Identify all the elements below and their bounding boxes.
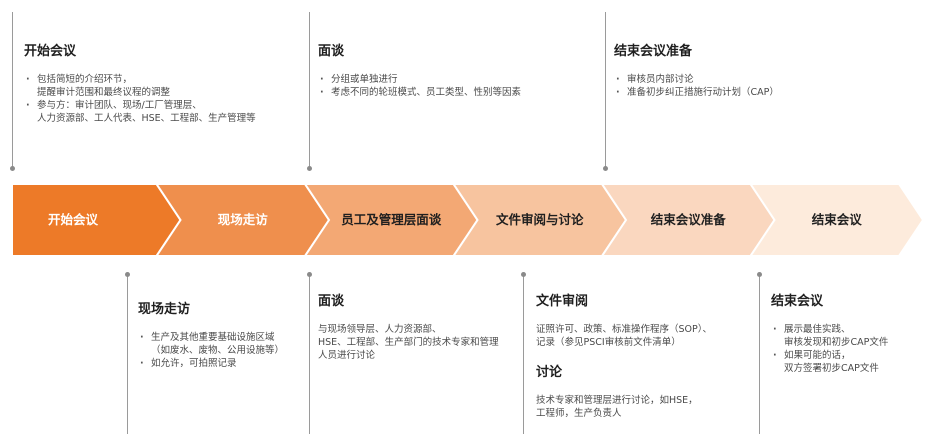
note-title: 现场走访: [138, 302, 191, 317]
note-text: 技术专家和管理层进行讨论，如HSE， 工程师，生产负责人: [536, 395, 698, 419]
process-step-label: 开始会议: [48, 212, 99, 227]
note-title: 结束会议准备: [614, 44, 693, 59]
note-title: 文件审阅: [536, 294, 589, 309]
process-step-label: 现场走访: [218, 212, 269, 227]
note-title: 面谈: [318, 294, 345, 309]
process-step-label: 结束会议准备: [651, 212, 727, 227]
note-text: 证照许可、政策、标准操作程序（SOP）、 记录（参见PSCI审核前文件清单）: [536, 324, 712, 348]
process-step-label: 员工及管理层面谈: [341, 212, 442, 227]
process-step-label: 文件审阅与讨论: [496, 212, 584, 227]
note-closing-meeting: 结束会议 展示最佳实践、 审核发现和初步CAP文件 如果可能的话， 双方签署初步…: [771, 290, 921, 375]
connector-bottom-3-end: [521, 272, 526, 277]
connector-top-2: [309, 12, 310, 168]
process-step-chevron: [748, 184, 925, 257]
note-bullet: 准备初步纠正措施行动计划（CAP）: [614, 86, 904, 99]
connector-bottom-4: [759, 274, 760, 434]
connector-bottom-2: [309, 274, 310, 434]
note-title: 结束会议: [771, 294, 824, 309]
note-subtitle: 讨论: [536, 365, 563, 380]
connector-top-3: [605, 12, 606, 168]
note-title: 开始会议: [24, 44, 77, 59]
connector-bottom-1: [127, 274, 128, 434]
note-bullet: 如果可能的话， 双方签署初步CAP文件: [771, 349, 921, 375]
note-bullet: 参与方：审计团队、现场/工厂管理层、 人力资源部、工人代表、HSE、工程部、生产…: [24, 99, 299, 125]
note-site-tour: 现场走访 生产及其他重要基础设施区域 （如废水、废物、公用设施等） 如允许，可拍…: [138, 298, 303, 370]
note-interview-detail: 面谈 与现场领导层、人力资源部、 HSE、工程部、生产部门的技术专家和管理 人员…: [318, 290, 518, 362]
connector-top-1-end: [10, 166, 15, 171]
note-bullet: 审核员内部讨论: [614, 73, 904, 86]
note-title: 面谈: [318, 44, 345, 59]
note-opening-meeting: 开始会议 包括简短的介绍环节， 提醒审计范围和最终议程的调整 参与方：审计团队、…: [24, 40, 299, 125]
note-bullet: 包括简短的介绍环节， 提醒审计范围和最终议程的调整: [24, 73, 299, 99]
connector-bottom-2-end: [307, 272, 312, 277]
note-bullet: 考虑不同的轮班模式、员工类型、性别等因素: [318, 86, 598, 99]
process-band: 开始会议 现场走访 员工及管理层面谈 文件审阅与讨论 结束会议准备 结束会议: [11, 184, 925, 257]
note-closing-prep: 结束会议准备 审核员内部讨论 准备初步纠正措施行动计划（CAP）: [614, 40, 904, 99]
note-bullet: 生产及其他重要基础设施区域 （如废水、废物、公用设施等）: [138, 331, 303, 357]
note-interviews: 面谈 分组或单独进行 考虑不同的轮班模式、员工类型、性别等因素: [318, 40, 598, 99]
note-document-review: 文件审阅 证照许可、政策、标准操作程序（SOP）、 记录（参见PSCI审核前文件…: [536, 290, 751, 420]
process-step-label: 结束会议: [812, 212, 863, 227]
connector-top-3-end: [603, 166, 608, 171]
connector-bottom-4-end: [757, 272, 762, 277]
note-text: 与现场领导层、人力资源部、 HSE、工程部、生产部门的技术专家和管理 人员进行讨…: [318, 324, 499, 361]
connector-bottom-3: [523, 274, 524, 434]
connector-top-1: [12, 12, 13, 168]
note-bullet: 如允许，可拍照记录: [138, 357, 303, 370]
note-bullet: 分组或单独进行: [318, 73, 598, 86]
connector-top-2-end: [307, 166, 312, 171]
note-bullet: 展示最佳实践、 审核发现和初步CAP文件: [771, 323, 921, 349]
connector-bottom-1-end: [125, 272, 130, 277]
